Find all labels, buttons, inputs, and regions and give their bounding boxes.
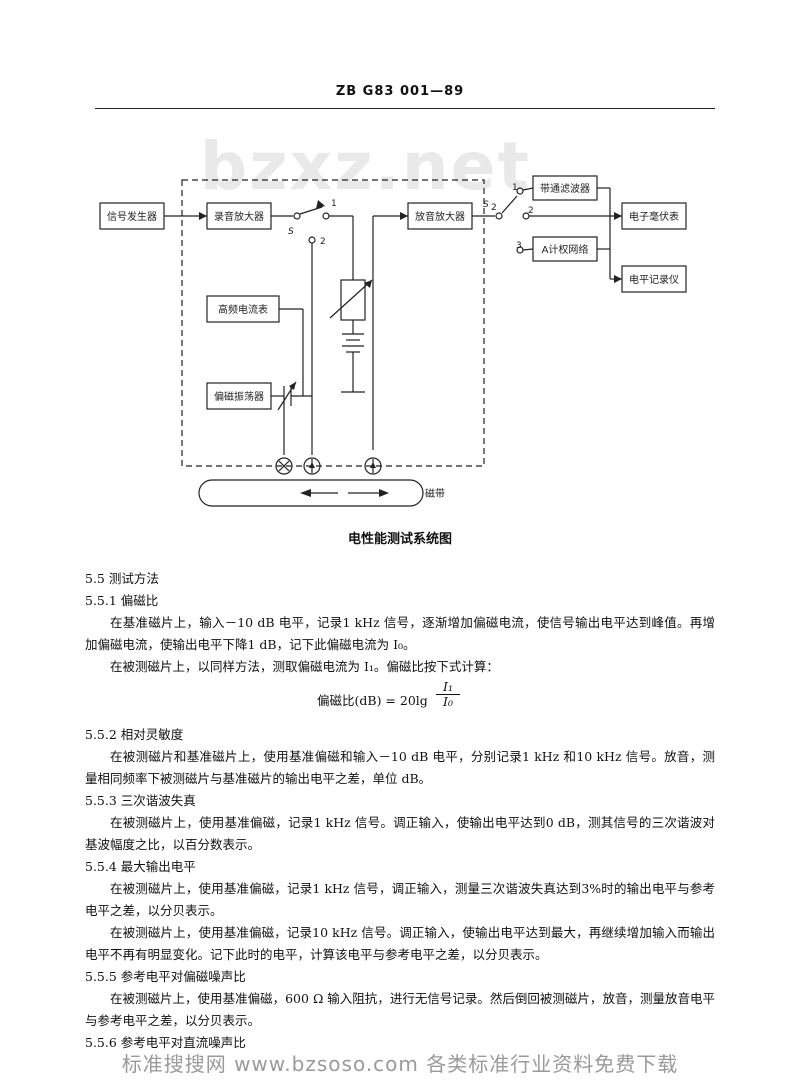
section-heading: 5.5.3 三次谐波失真 [85,793,196,808]
paragraph: 在基准磁片上，输入－10 dB 电平，记录1 kHz 信号，逐渐增加偏磁电流，使… [85,615,715,652]
formula-lhs: 偏磁比(dB) = 20lg [317,693,428,708]
section-heading: 5.5.1 偏磁比 [85,593,159,608]
section-heading: 5.5.5 参考电平对偏磁噪声比 [85,969,246,984]
label-s2-pos2: 2 [528,206,534,216]
paragraph: 在被测磁片上，以同样方法，测取偏磁电流为 I₁。偏磁比按下式计算： [110,659,499,674]
section-heading: 5.5.4 最大输出电平 [85,859,196,874]
label-signal-generator: 信号发生器 [107,210,157,223]
formula-denominator: I₀ [443,694,453,709]
paragraph: 在被测磁片和基准磁片上，使用基准偏磁和输入－10 dB 电平，分别记录1 kHz… [85,749,715,786]
label-switch-s2: S [483,200,489,210]
formula-numerator: I₁ [436,680,460,695]
label-switch-s2-sub: 2 [491,203,497,213]
playback-head [364,457,382,475]
label-a-weighting: A计权网络 [542,243,589,256]
paragraph: 在被测磁片上，使用基准偏磁，600 Ω 输入阻抗，进行无信号记录。然后倒回被测磁… [85,991,715,1028]
section-heading: 5.5.2 相对灵敏度 [85,727,184,742]
switch-s2-contact-1 [516,187,524,195]
paragraph: 在被测磁片上，使用基准偏磁，记录1 kHz 信号。调正输入，使输出电平达到0 d… [85,815,715,852]
bias-ratio-formula: 偏磁比(dB) = 20lg I₁ I₀ [85,680,715,720]
label-millivoltmeter: 电子毫伏表 [629,210,679,223]
tape-loop [198,479,424,507]
label-bandpass-filter: 带通滤波器 [540,182,590,195]
diagram-caption: 电性能测试系统图 [347,532,452,547]
label-hf-current-meter: 高频电流表 [218,303,268,316]
formula-fraction: I₁ I₀ [436,680,460,709]
switch-s2-pivot [495,212,503,220]
test-system-diagram: 信号发生器 录音放大器 放音放大器 带通滤波器 A计权网络 电子毫伏表 电平记录… [99,175,687,507]
label-s2-pos1: 1 [512,183,518,193]
header-rule [95,108,715,109]
label-s2-pos3: 3 [516,241,522,251]
paragraph: 在被测磁片上，使用基准偏磁，记录10 kHz 信号。调正输入，使输出电平达到最大… [85,925,715,962]
switch-s1-contact-1 [322,212,330,220]
variable-resistor [340,279,366,321]
watermark-top: bzxz.net [200,128,532,205]
label-playback-amplifier: 放音放大器 [415,210,465,223]
document-body: 5.5 测试方法 5.5.1 偏磁比 在基准磁片上，输入－10 dB 电平，记录… [85,568,715,1054]
label-switch-s1: S [288,227,294,237]
erase-head [275,457,293,475]
enclosure-dashed [181,179,485,467]
paragraph: 在被测磁片上，使用基准偏磁，记录1 kHz 信号，调正输入，测量三次谐波失真达到… [85,881,715,918]
label-bias-oscillator: 偏磁振荡器 [214,390,264,403]
record-head [303,457,321,475]
label-level-recorder: 电平记录仪 [629,273,679,286]
label-s1-pos1: 1 [331,199,337,209]
section-heading: 5.5.6 参考电平对直流噪声比 [85,1035,246,1050]
standard-code: ZB G83 001—89 [335,84,465,99]
footer-watermark: 标准搜搜网 www.bzsoso.com 各类标准行业资料免费下载 [121,1052,679,1076]
section-heading: 5.5 测试方法 [85,571,159,586]
switch-s1-pivot [293,212,301,220]
switch-s1-contact-2 [308,236,316,244]
label-record-amplifier: 录音放大器 [214,210,264,223]
label-tape: 磁带 [425,487,445,500]
label-s1-pos2: 2 [320,237,326,247]
